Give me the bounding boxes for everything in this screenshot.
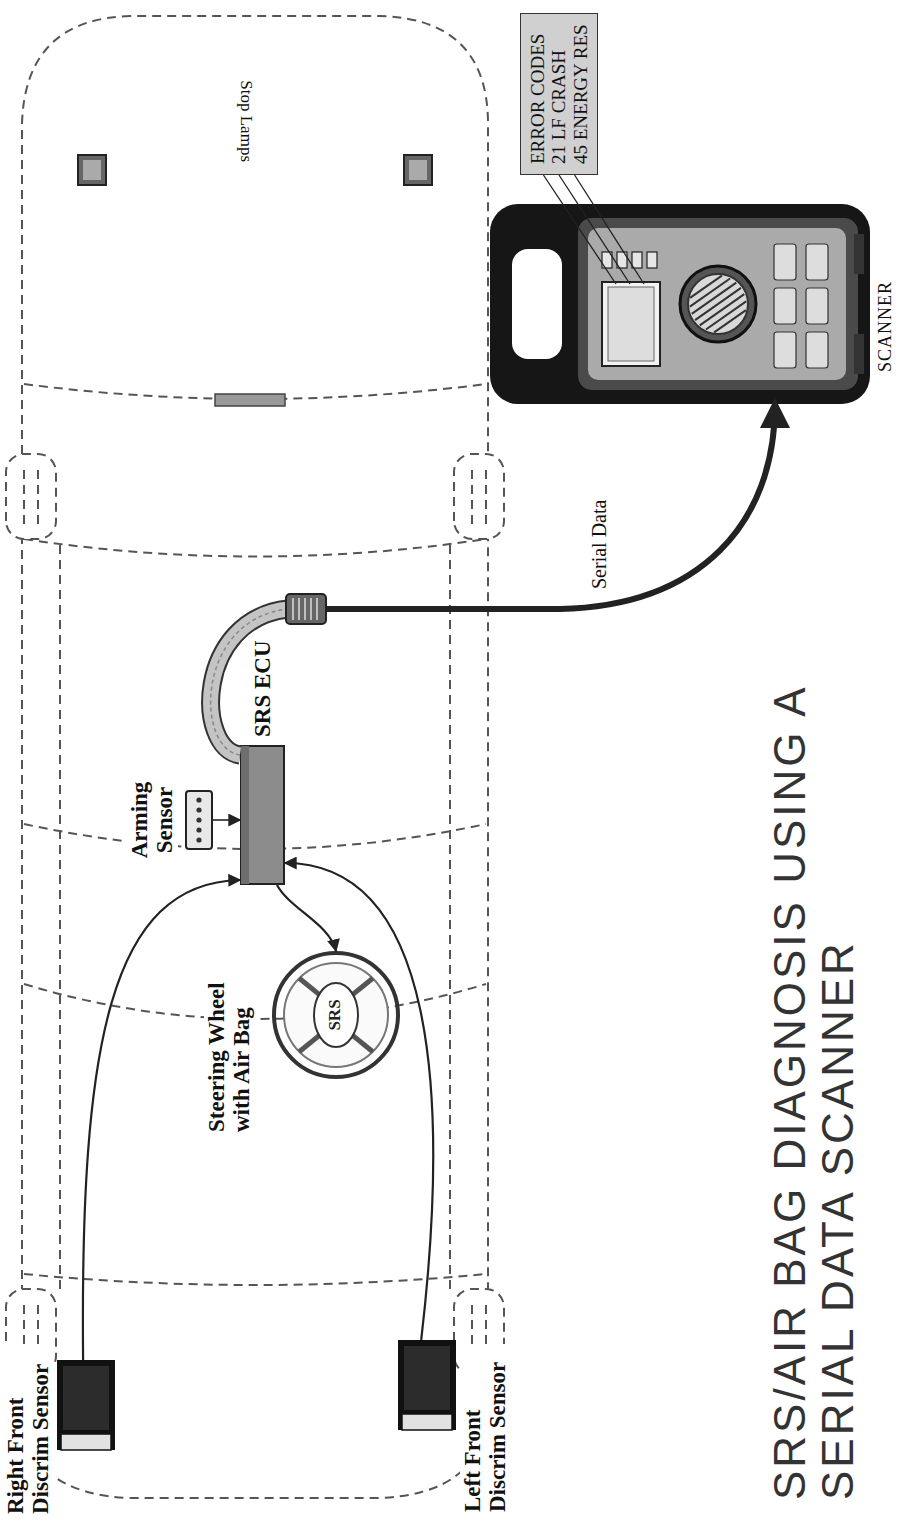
door-line <box>449 539 451 1289</box>
diagnostic-connector <box>286 594 326 624</box>
scanner-button <box>647 252 657 268</box>
stop-lamp-lens <box>83 160 101 180</box>
ribbon-cable <box>211 609 288 755</box>
sensor-dot <box>196 807 201 812</box>
edge-label: Serial Data <box>588 497 611 592</box>
scan-tool-shape <box>490 204 870 404</box>
sensor-dot <box>196 817 201 822</box>
discrim-sensor: Right Front Discrim Sensor <box>57 1360 115 1450</box>
sensor-dot <box>196 827 201 832</box>
ecu-module: SRS ECU <box>240 745 285 885</box>
sensor-body <box>57 1360 115 1450</box>
keypad-key <box>774 332 796 368</box>
steering-wheel: Steering Wheel with Air BagSRS <box>272 951 400 1079</box>
callout-heading: ERROR CODES <box>527 24 548 164</box>
sensor-mount <box>402 1414 452 1430</box>
sensor-label: Left Front Discrim Sensor <box>460 1344 511 1514</box>
hood-line <box>24 1274 486 1285</box>
arming-sensor-shape <box>185 790 213 850</box>
knob-grip-line <box>706 301 746 329</box>
scanner-handle <box>512 249 562 359</box>
sensor-label: Arming Sensor <box>127 770 178 870</box>
keypad-key <box>774 244 796 280</box>
discrim-sensor: Left Front Discrim Sensor <box>398 1340 456 1430</box>
arming-sensor: Arming Sensor <box>185 790 213 850</box>
device-label: SCANNER <box>876 279 896 374</box>
keypad-key <box>806 288 828 324</box>
callout-box: ERROR CODES21 LF CRASH45 ENERGY RES <box>520 13 598 175</box>
knob-grip-line <box>695 288 741 320</box>
scanner-foot <box>854 334 864 374</box>
scanner-panel <box>578 218 858 390</box>
sensor-body <box>186 791 212 849</box>
ecu-edge <box>241 746 249 884</box>
part-label: Steering Wheel with Air Bag <box>204 964 255 1134</box>
keypad-key <box>806 332 828 368</box>
ecu-body <box>241 746 284 884</box>
knob-grip-line <box>690 276 722 298</box>
rear-window <box>24 539 486 557</box>
sensor-body <box>398 1340 456 1430</box>
signal-wire <box>213 819 240 821</box>
selector-knob <box>680 266 756 342</box>
knob-grip-line <box>692 283 737 314</box>
wheel-tread <box>24 469 486 1359</box>
connector-ridges <box>293 598 317 620</box>
selector-knob <box>688 274 748 334</box>
sensor-face <box>63 1366 109 1430</box>
scanner-button <box>602 252 612 268</box>
discrim-sensor-shape <box>57 1360 115 1450</box>
discrim-sensor-shape <box>398 1340 456 1430</box>
windshield <box>24 984 486 1019</box>
scanner-face <box>588 228 846 380</box>
sensor-face <box>404 1346 450 1410</box>
diagram-title: SRS/AIR BAG DIAGNOSIS USING A SERIAL DAT… <box>766 650 862 1500</box>
car-body <box>22 16 488 1498</box>
scanner-body <box>490 204 870 404</box>
error-code: 45 ENERGY RES <box>570 24 591 164</box>
signal-wire <box>277 885 336 951</box>
knob-grip-line <box>700 294 745 325</box>
sensor-label: Right Front Discrim Sensor <box>3 1346 54 1516</box>
scan-tool: SCANNER <box>490 204 870 404</box>
keypad-key <box>806 244 828 280</box>
lamp-label: Stop Lamps <box>236 78 256 164</box>
scanner-button <box>632 252 642 268</box>
wheel <box>454 454 504 539</box>
knob-grip <box>683 271 753 338</box>
door-line <box>59 539 61 1289</box>
stop-lamp <box>404 155 432 185</box>
ecu-module-shape <box>240 745 285 885</box>
sensor-dot <box>196 837 201 842</box>
stop-lamp-lens <box>409 160 427 180</box>
scanner-foot <box>854 234 864 274</box>
wheel <box>6 454 56 539</box>
keypad-key <box>774 288 796 324</box>
ribbon-cable <box>211 609 288 755</box>
sensor-mount <box>61 1434 111 1450</box>
sensor-dot <box>196 797 201 802</box>
signal-wire <box>285 863 433 1340</box>
ribbon-stripe <box>211 609 288 755</box>
stop-lamp <box>78 155 106 185</box>
scanner-button <box>617 252 627 268</box>
error-code: 21 LF CRASH <box>548 24 569 164</box>
data-cable <box>211 404 775 755</box>
lcd-display <box>608 287 654 361</box>
airbag-badge: SRS <box>325 951 345 1079</box>
knob-grip-line <box>690 278 730 306</box>
high-stop-lamp <box>215 394 285 406</box>
scanner-screen <box>602 282 660 366</box>
module-label: SRS ECU <box>250 638 275 739</box>
